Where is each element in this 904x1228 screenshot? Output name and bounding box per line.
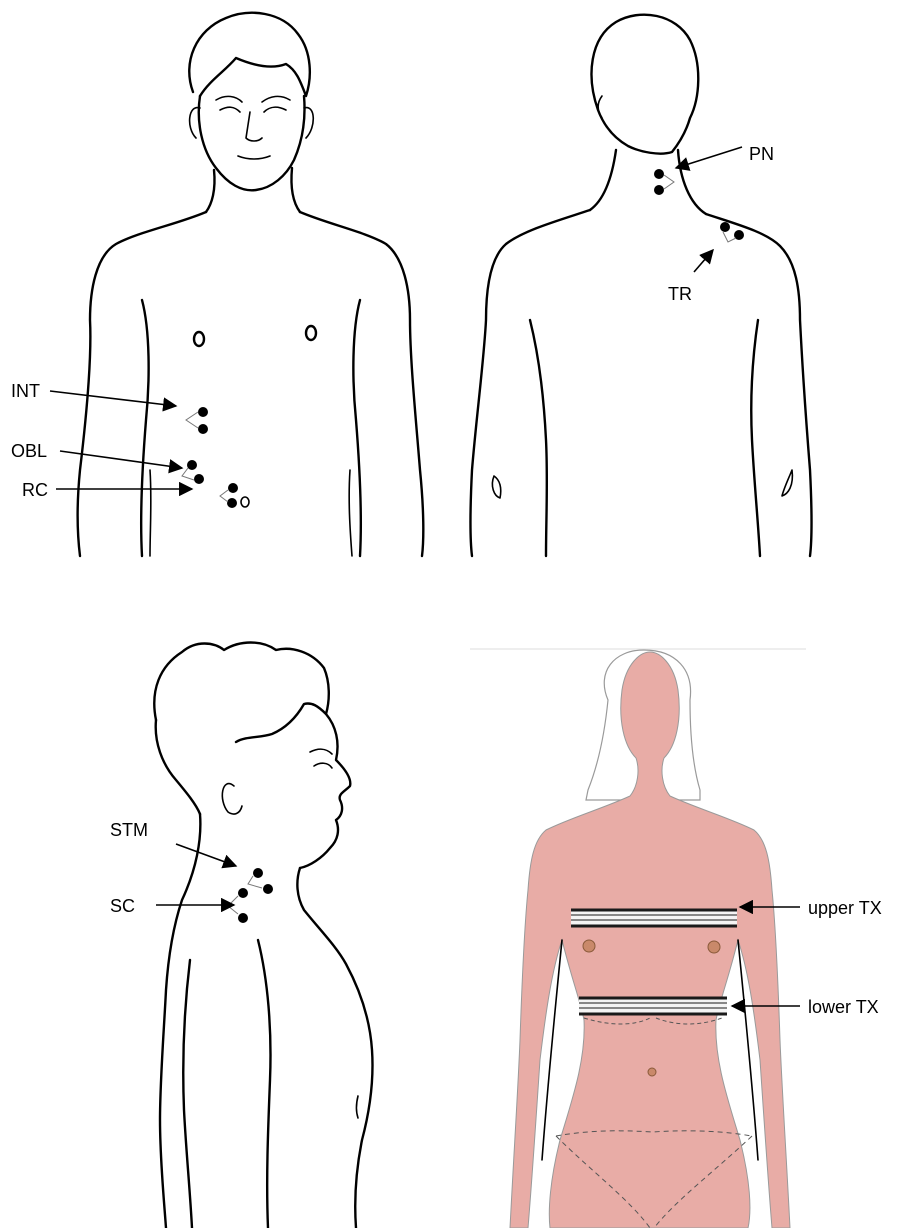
front-hair	[189, 13, 310, 96]
front-left-brow	[216, 96, 242, 102]
stm-arrow	[176, 844, 236, 866]
upper-tx-band	[571, 910, 737, 926]
back-right-arm-inner	[751, 320, 760, 556]
back-torso-left	[471, 210, 591, 556]
int-label: INT	[11, 381, 40, 401]
side-ear	[222, 784, 242, 814]
side-back-head	[156, 720, 200, 814]
obl-arrow	[60, 451, 182, 468]
front-right-arm-inner	[353, 300, 360, 556]
tr-arrow	[694, 250, 713, 272]
back-neck-left	[590, 150, 616, 210]
back-right-hand	[782, 470, 792, 496]
female-left-nipple	[583, 940, 595, 952]
lower-tx-label: lower TX	[808, 997, 879, 1017]
front-neck-left	[206, 170, 215, 212]
front-left-arm-inner	[141, 300, 148, 556]
back-head	[592, 15, 699, 154]
female-view-figure: upper TX lower TX	[470, 648, 882, 1228]
front-right-eye	[264, 107, 286, 112]
back-torso-right	[706, 214, 812, 556]
side-nipple	[357, 1096, 359, 1118]
pn-arrow	[676, 147, 742, 168]
pn-label: PN	[749, 144, 774, 164]
stm-electrode-pair	[248, 868, 273, 894]
side-arm-back	[183, 960, 192, 1228]
front-left-eye	[220, 107, 240, 112]
sc-label: SC	[110, 896, 135, 916]
obl-label: OBL	[11, 441, 47, 461]
rc-label: RC	[22, 480, 48, 500]
front-neck-right	[291, 168, 300, 212]
front-nose	[246, 112, 262, 141]
obl-electrode-pair	[182, 460, 204, 484]
side-neck-back	[160, 814, 200, 1228]
rc-electrode-pair	[220, 483, 238, 508]
front-mouth	[238, 156, 270, 159]
pn-electrode-pair	[654, 169, 674, 195]
side-view-figure: STM SC	[110, 643, 373, 1228]
side-neck-front	[297, 868, 372, 1228]
female-body	[510, 652, 790, 1228]
front-right-waist	[349, 470, 352, 556]
front-navel	[241, 497, 249, 507]
int-arrow	[50, 391, 176, 406]
side-brow	[310, 749, 332, 754]
back-left-arm-inner	[530, 320, 547, 556]
side-eye	[314, 763, 332, 768]
front-left-waist	[150, 470, 151, 556]
female-right-nipple	[708, 941, 720, 953]
tr-label: TR	[668, 284, 692, 304]
lower-tx-band	[579, 998, 727, 1014]
int-electrode-pair	[186, 407, 208, 434]
side-arm-front	[258, 940, 271, 1228]
stm-label: STM	[110, 820, 148, 840]
front-right-brow	[262, 96, 290, 102]
front-left-nipple	[194, 332, 204, 346]
front-view-figure: INT OBL RC	[11, 13, 423, 556]
female-navel	[648, 1068, 656, 1076]
side-face	[300, 714, 350, 868]
back-view-figure: PN TR	[471, 15, 812, 556]
upper-tx-label: upper TX	[808, 898, 882, 918]
side-hair	[154, 643, 329, 743]
front-right-nipple	[306, 326, 316, 340]
back-left-hand	[492, 476, 500, 498]
